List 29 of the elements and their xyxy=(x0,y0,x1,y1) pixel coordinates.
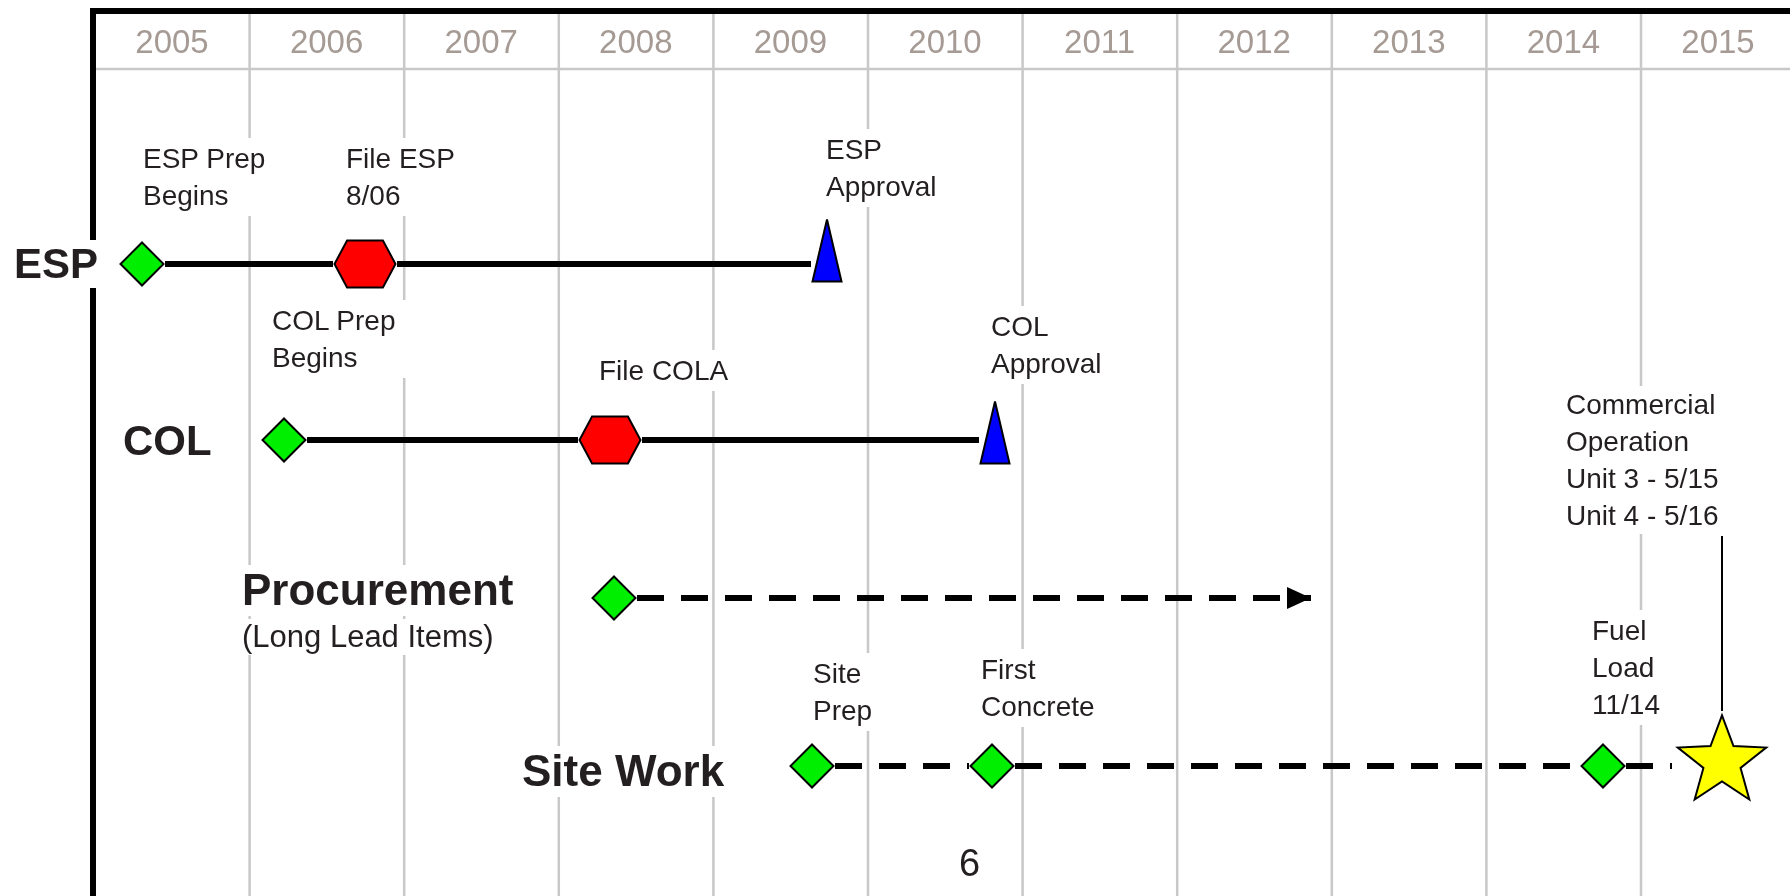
timeline-bar xyxy=(307,437,578,443)
milestone-diamond xyxy=(261,417,307,463)
year-label: 2015 xyxy=(1680,22,1756,62)
year-label: 2005 xyxy=(134,22,210,62)
year-label: 2006 xyxy=(288,22,365,62)
milestone-diamond xyxy=(119,241,165,287)
dashed-timeline-line xyxy=(637,587,1311,609)
dashed-timeline-line xyxy=(835,763,969,769)
milestone-diamond xyxy=(969,743,1015,789)
milestone-hexagon xyxy=(578,415,642,465)
milestone-diamond xyxy=(789,743,835,789)
dashed-timeline-line xyxy=(1626,763,1672,769)
milestone-hexagon xyxy=(333,239,397,289)
timeline-bar xyxy=(165,261,333,267)
milestone-triangle xyxy=(979,399,1011,465)
year-label: 2010 xyxy=(907,22,983,62)
timeline-bar xyxy=(397,261,811,267)
timeline-bar xyxy=(642,437,979,443)
year-label: 2011 xyxy=(1063,22,1137,62)
year-label: 2007 xyxy=(443,22,519,62)
year-label: 2008 xyxy=(598,22,674,62)
year-label: 2009 xyxy=(752,22,829,62)
milestone-triangle xyxy=(811,217,843,283)
year-label: 2012 xyxy=(1216,22,1292,62)
year-label: 2014 xyxy=(1525,22,1602,62)
milestone-diamond xyxy=(591,575,637,621)
leader-line xyxy=(1721,535,1723,712)
milestone-diamond xyxy=(1580,743,1626,789)
year-label: 2013 xyxy=(1371,22,1447,62)
